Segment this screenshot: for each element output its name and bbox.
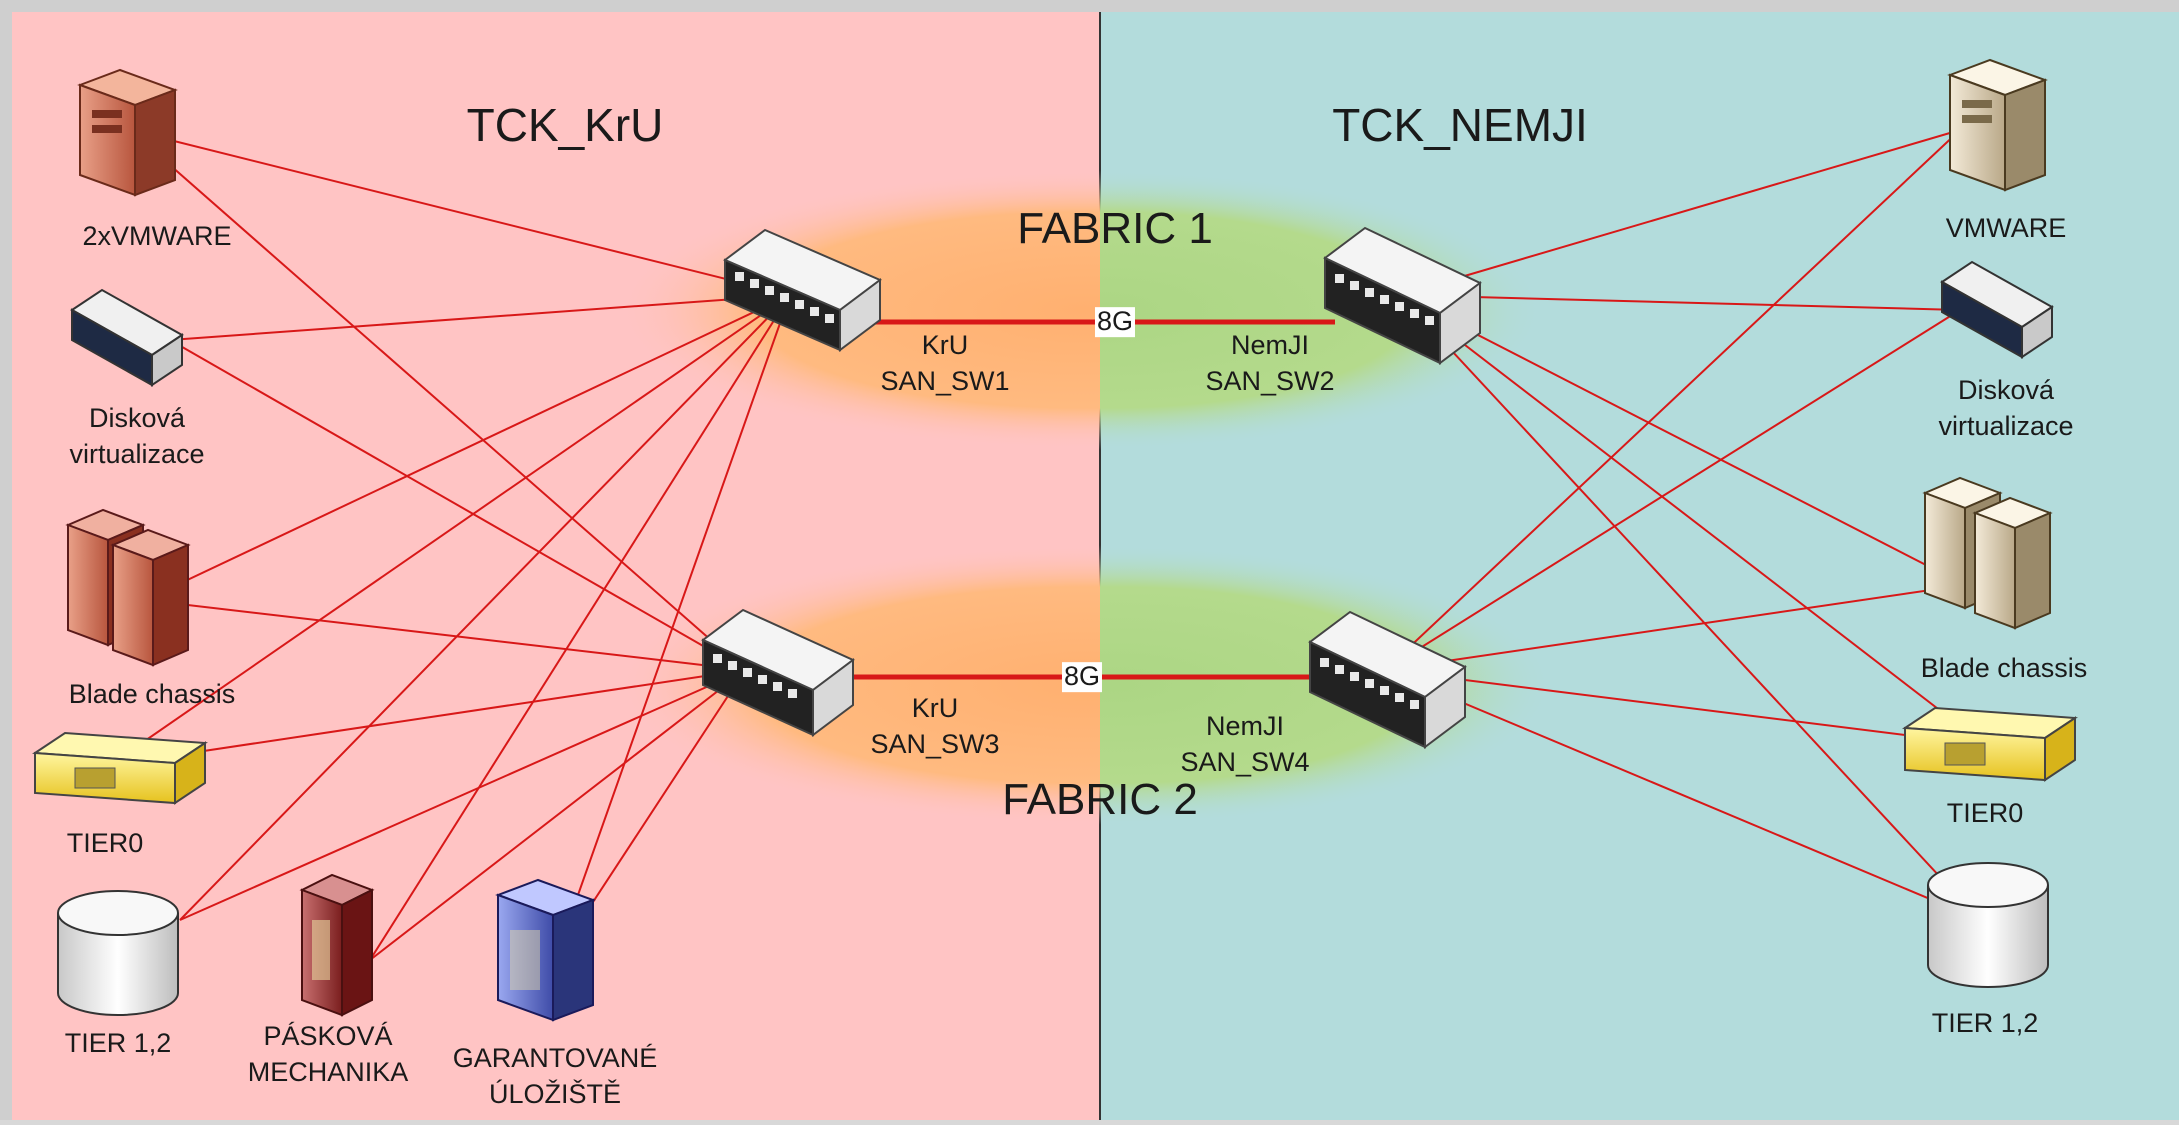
tier12-disk-icon-right (1927, 862, 2049, 988)
left-vmware-label: 2xVMWARE (82, 221, 232, 251)
connection-line (369, 294, 791, 961)
right-vmware-label: VMWARE (1945, 213, 2067, 243)
left-tier0-label: TIER0 (66, 828, 144, 858)
fabric1-label: FABRIC 1 (1017, 204, 1213, 253)
san-switch-sw1 (723, 228, 882, 352)
left-disk-virt-label: Disková virtualizace (69, 400, 204, 473)
guaranteed-storage-label: GARANTOVANÉ ÚLOŽIŠTĚ (453, 1040, 658, 1113)
blade-chassis-icon-right (1922, 476, 2053, 630)
guaranteed-storage-icon (495, 878, 596, 1022)
connection-line (1384, 669, 1986, 746)
connection-line (1399, 294, 1986, 746)
guaranteed-storage-label-line2: ÚLOŽIŠTĚ (488, 1079, 622, 1110)
left-site-title: TCK_KrU (466, 99, 664, 151)
right-blade-label: Blade chassis (1920, 653, 2088, 683)
tape-library-icon (299, 873, 375, 1017)
switch-label-sw3-site: KrU (911, 693, 959, 723)
connection-line (1399, 294, 1966, 586)
connection-line (1399, 294, 1981, 921)
switch-label-sw4-name: SAN_SW4 (1180, 747, 1310, 778)
connection-line (1399, 294, 1961, 311)
san-switch-sw2 (1323, 226, 1482, 365)
right-site-title: TCK_NEMJI (1332, 99, 1588, 151)
server-icon-vmware-left (77, 68, 178, 197)
disk-virtualization-icon-left (70, 288, 184, 387)
tape-library-label-line2: MECHANIKA (247, 1057, 409, 1088)
fabric1-zone-right (1100, 170, 1545, 450)
connection-line (144, 599, 746, 671)
fabric2-label: FABRIC 2 (1002, 775, 1198, 824)
tier0-storage-icon-left (32, 731, 208, 805)
connection-line (179, 294, 791, 921)
left-disk-virt-label-line2: virtualizace (69, 439, 205, 470)
connection-line (169, 339, 746, 671)
right-tier0-label: TIER0 (1946, 798, 2024, 828)
switch-label-sw3-name: SAN_SW3 (870, 729, 1000, 760)
left-disk-virt-label-line1: Disková (88, 403, 186, 433)
switch-label-sw4: NemJI SAN_SW4 (1180, 708, 1309, 781)
isl-fabric2-speed: 8G (1061, 661, 1103, 692)
connection-line (1384, 669, 1981, 921)
connection-line (109, 669, 746, 766)
connection-line (129, 129, 791, 296)
right-disk-virt-label-line1: Disková (1957, 375, 2055, 405)
left-tier12-label: TIER 1,2 (64, 1028, 172, 1058)
connection-line (109, 294, 791, 766)
tier12-disk-icon-left (57, 890, 179, 1016)
switch-label-sw1-site: KrU (921, 330, 969, 360)
san-switch-sw4 (1308, 610, 1467, 749)
connection-line (144, 294, 791, 601)
disk-virtualization-icon-right (1940, 260, 2054, 359)
connection-line (1399, 129, 1961, 296)
right-disk-virt-label-line2: virtualizace (1938, 411, 2074, 442)
connection-line (369, 669, 746, 961)
tape-library-label-line1: PÁSKOVÁ (263, 1021, 393, 1051)
switch-label-sw1: KrU SAN_SW1 (880, 327, 1009, 400)
switch-label-sw2-site: NemJI (1230, 330, 1310, 360)
connection-line (129, 129, 746, 671)
guaranteed-storage-label-line1: GARANTOVANÉ (452, 1043, 658, 1073)
connection-line (554, 294, 791, 961)
blade-chassis-icon-left (65, 508, 191, 667)
tier0-storage-icon-right (1902, 706, 2078, 782)
right-tier12-label: TIER 1,2 (1931, 1008, 2039, 1038)
switch-label-sw4-site: NemJI (1205, 711, 1285, 741)
connection-line (1384, 309, 1961, 671)
switch-label-sw2-name: SAN_SW2 (1205, 366, 1335, 397)
connection-line (179, 669, 746, 921)
connection-line (1384, 129, 1961, 671)
san-switch-sw3 (701, 608, 855, 737)
connection-links (109, 129, 1986, 961)
server-icon-vmware-right (1947, 58, 2048, 192)
switch-label-sw1-name: SAN_SW1 (880, 366, 1010, 397)
left-blade-label: Blade chassis (68, 679, 236, 709)
connection-line (1384, 584, 1966, 671)
switch-label-sw3: KrU SAN_SW3 (870, 690, 999, 763)
isl-fabric1-speed: 8G (1094, 306, 1136, 337)
connection-line (169, 294, 791, 341)
right-disk-virt-label: Disková virtualizace (1938, 372, 2073, 445)
tape-library-label: PÁSKOVÁ MECHANIKA (248, 1018, 409, 1091)
switch-label-sw2: NemJI SAN_SW2 (1205, 327, 1334, 400)
